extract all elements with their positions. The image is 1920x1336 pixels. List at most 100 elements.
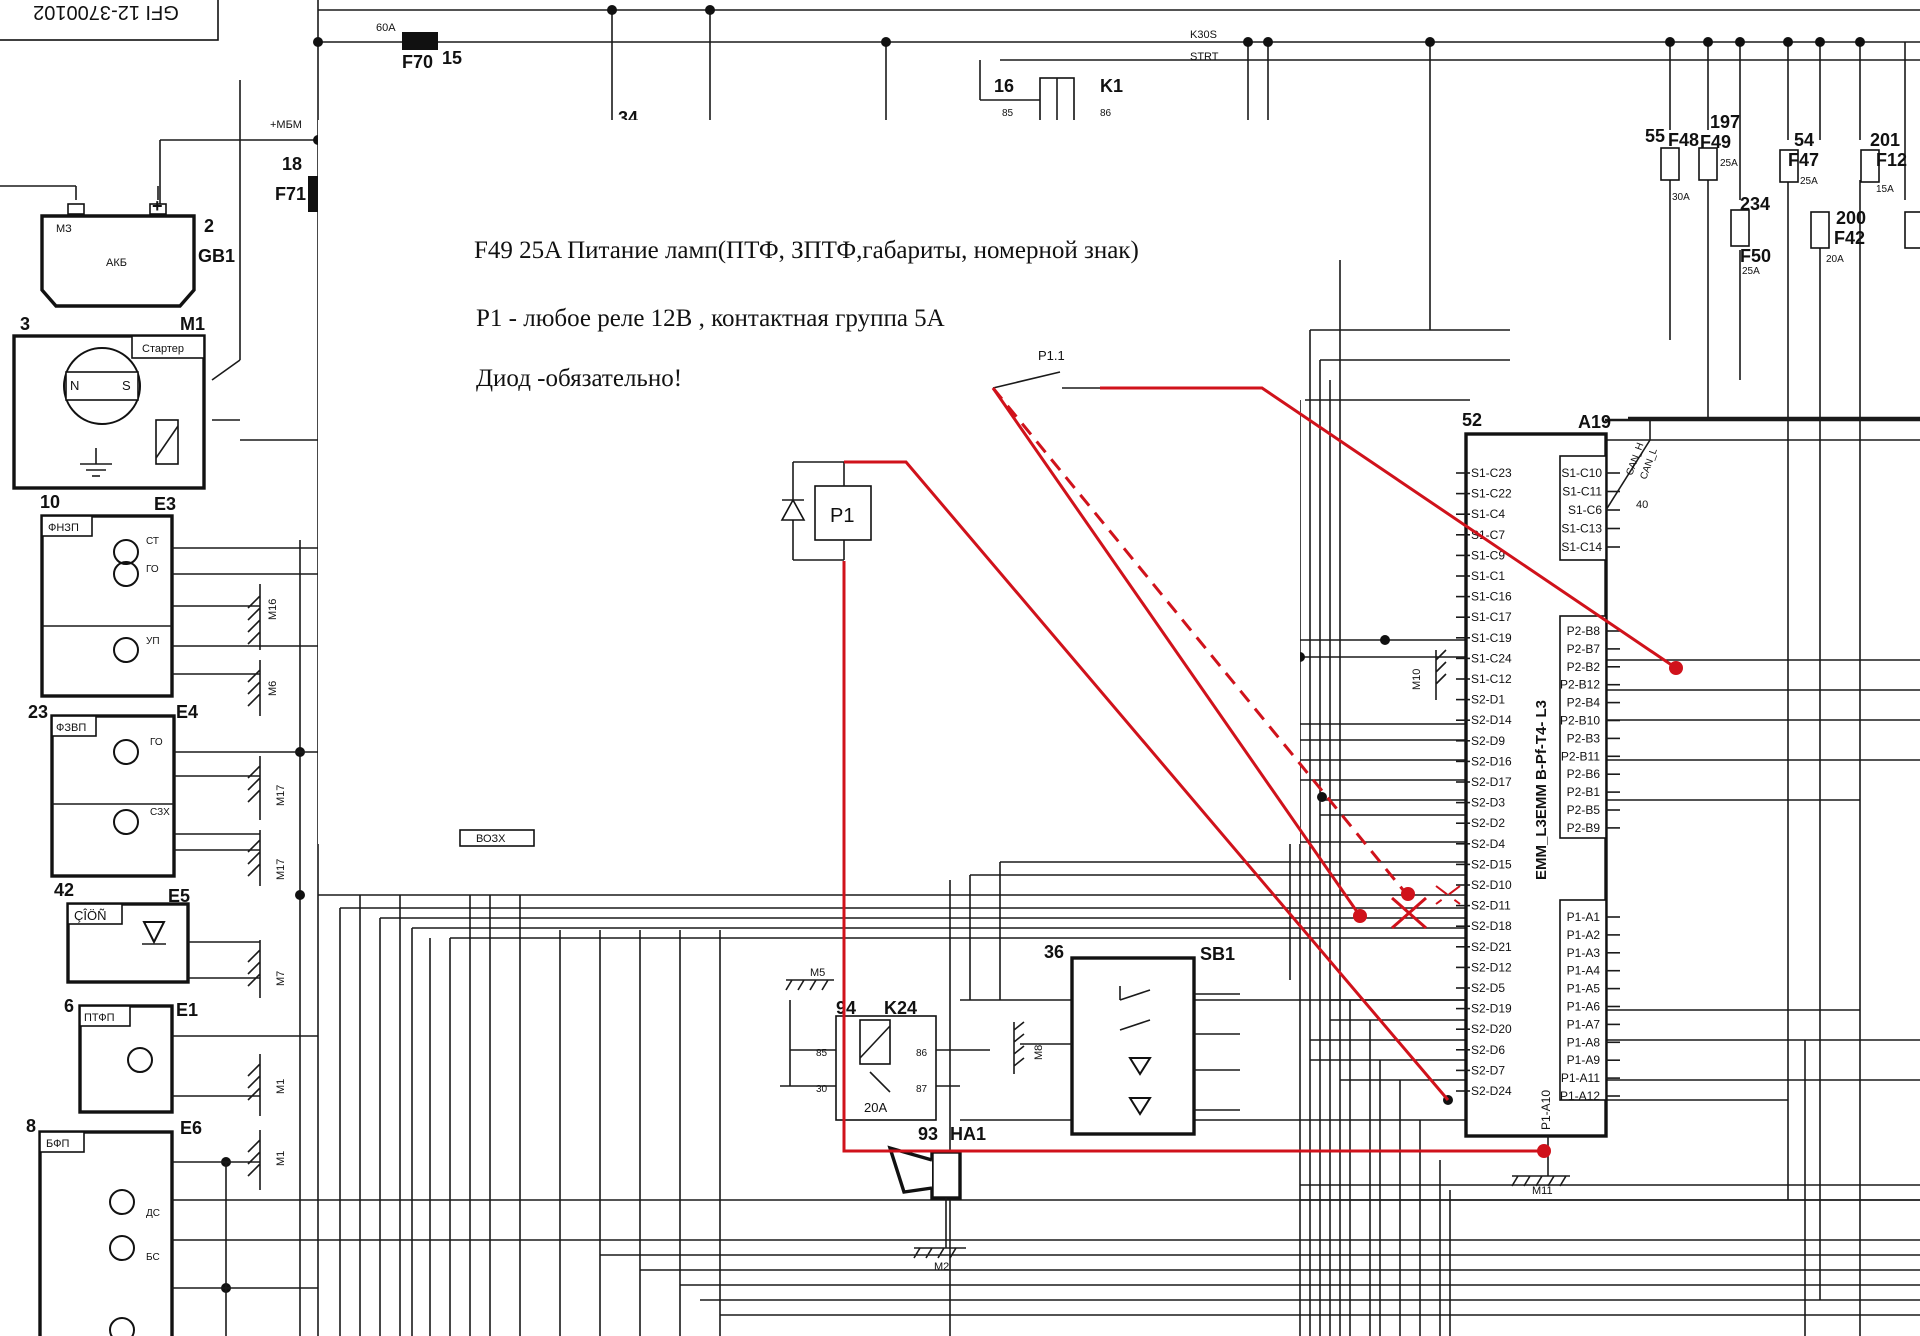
red-wiring (842, 386, 1683, 1158)
ha1-id: HA1 (950, 1124, 986, 1144)
ecu-pin-label: S2-D2 (1471, 816, 1505, 830)
ecu-pin-label: S1-C19 (1471, 631, 1512, 645)
switch-sb1: 36 SB1 M8 (1013, 942, 1240, 1136)
e5-label: ÇÎÖÑ (74, 908, 107, 923)
ecu-pin-label: P1-A9 (1567, 1053, 1601, 1067)
ecu-num: 52 (1462, 410, 1482, 430)
e6-num: 8 (26, 1116, 36, 1136)
ecu-pin-label: S1-C13 (1561, 522, 1602, 536)
ecu-pin-label: P2-B3 (1567, 731, 1601, 745)
ecu-left-pins: S1-C23S1-C22S1-C4S1-C7S1-C9S1-C1S1-C16S1… (1456, 466, 1512, 1098)
fuse-f49-num: 197 (1710, 112, 1740, 132)
e6-label: БФП (46, 1138, 69, 1150)
fuse-f48-num: 55 (1645, 126, 1665, 146)
horn-ha1: 93 HA1 M2 (887, 1124, 986, 1273)
battery-gb1: МЗ + АКБ 2 GB1 (0, 185, 235, 308)
ecu-pin-label: S1-C4 (1471, 507, 1505, 521)
battery-id: GB1 (198, 246, 235, 266)
relay-k1-85: 85 (1002, 108, 1014, 119)
bus-labels: K30S STRT +МБМ (270, 29, 1219, 131)
ecu-pin-label: S1-C23 (1471, 466, 1512, 480)
bus-strt: STRT (1190, 51, 1219, 63)
fuse-f12: 201 F12 15A (1860, 130, 1907, 195)
fuse-f50-id: F50 (1740, 246, 1771, 266)
fuse-f70-id: F70 (402, 52, 433, 72)
fuse-f47-rating: 25A (1800, 176, 1818, 187)
e4-m17b: M17 (275, 859, 287, 880)
e4-label: ФЗВП (56, 722, 86, 734)
fuse-f50-num: 234 (1740, 194, 1770, 214)
ecu-pin-label: S2-D12 (1471, 960, 1512, 974)
ecu-pin-label: S2-D16 (1471, 754, 1512, 768)
e4-num: 23 (28, 702, 48, 722)
ecu-pin-label: S1-C11 (1562, 485, 1602, 499)
fuse-f50: 234 F50 25A (1730, 194, 1771, 277)
ecu-pin-label: P1-A3 (1567, 946, 1601, 960)
battery-num: 2 (204, 216, 214, 236)
lamp-e6: БФП 8 E6 ДС БС M1 (26, 1116, 1920, 1336)
ecu-pin-label: S2-D20 (1471, 1022, 1512, 1036)
starter-num: 3 (20, 314, 30, 334)
ha1-ground: M2 (934, 1261, 949, 1273)
lamp-e5: ÇÎÖÑ 42 E5 M7 (54, 880, 287, 986)
ecu-pin-label: P1-A5 (1567, 982, 1601, 996)
ecu-right-pins-p1: P1-A1P1-A2P1-A3P1-A4P1-A5P1-A6P1-A7P1-A8… (1560, 910, 1620, 1103)
ecu-pin-label: S1-C1 (1471, 569, 1505, 583)
fuse-f12-num: 201 (1870, 130, 1900, 150)
e6-id: E6 (180, 1118, 202, 1138)
ground-symbols-left (247, 584, 261, 1190)
starter-m1: Стартер N S 3 M1 (12, 314, 206, 490)
battery-plus: + (152, 196, 163, 216)
ecu-pin-label: P2-B5 (1567, 803, 1601, 817)
ecu-bottom-pin: P1-A10 (1539, 1090, 1553, 1130)
e4-m17a: M17 (275, 785, 287, 806)
e4-szh: СЗХ (150, 807, 170, 818)
fuse-f47-id: F47 (1788, 150, 1819, 170)
fuse-f47: 54 F47 25A (1779, 130, 1819, 187)
lamp-e4: ФЗВП 23 E4 ГО СЗХ M17 M17 (28, 702, 318, 880)
fuse-f48-id: F48 (1668, 130, 1699, 150)
ecu-pin-label: P2-B8 (1567, 624, 1601, 638)
e5-id: E5 (168, 886, 190, 906)
ecu-pin-label: S2-D11 (1471, 899, 1511, 913)
p1-contact-label: P1.1 (1038, 348, 1065, 363)
k24-30: 30 (816, 1084, 828, 1095)
e3-m6: M6 (267, 681, 279, 696)
relay-k24: 94 K24 85 86 30 87 20A M5 (780, 967, 990, 1121)
relay-k1-id: K1 (1100, 76, 1123, 96)
starter-label: Стартер (142, 343, 184, 355)
ecu-pin-label: S1-C7 (1471, 528, 1505, 542)
note-line-3: Диод -обязательно! (476, 365, 682, 392)
ecu-id: A19 (1578, 412, 1611, 432)
ecu-pin-label: S1-C22 (1471, 487, 1512, 501)
battery-minus: МЗ (56, 223, 72, 235)
ecu-pin-label: S2-D3 (1471, 796, 1505, 810)
p1-label: P1 (830, 505, 854, 527)
ecu-pin-label: P2-B7 (1567, 642, 1601, 656)
relay-p1: P1 P1.1 (780, 348, 1100, 561)
corner-code-box: GFI 12-3700102 (0, 0, 219, 41)
e3-num: 10 (40, 492, 60, 512)
ecu-pin-label: S1-C17 (1471, 610, 1512, 624)
ecu-pin-label: S2-D14 (1471, 713, 1512, 727)
ha1-num: 93 (918, 1124, 938, 1144)
ecu-pin-label: P2-B12 (1560, 678, 1600, 692)
fuse-f71-id: F71 (275, 184, 306, 204)
fuse-f47-num: 54 (1794, 130, 1814, 150)
bus-mbm: +МБМ (270, 119, 302, 131)
fuse-f48-rating: 30A (1672, 192, 1690, 203)
relay-k1-86: 86 (1100, 108, 1112, 119)
k24-rating: 20A (864, 1100, 887, 1115)
ecu-pin-label: P1-A1 (1567, 910, 1601, 924)
fuse-f49-rating: 25A (1720, 158, 1738, 169)
e4-id: E4 (176, 702, 198, 722)
e5-m7: M7 (275, 971, 287, 986)
fuse-f42: 200 F42 20A (1810, 208, 1866, 265)
ecu-pin-label: P1-A4 (1567, 964, 1601, 978)
e3-m16: M16 (267, 599, 279, 620)
e3-go: ГО (146, 564, 159, 575)
ecu-pin-label: P1-A11 (1561, 1071, 1600, 1085)
sb1-num: 36 (1044, 942, 1064, 962)
relay-k1: 16 K1 85 86 (979, 60, 1123, 123)
